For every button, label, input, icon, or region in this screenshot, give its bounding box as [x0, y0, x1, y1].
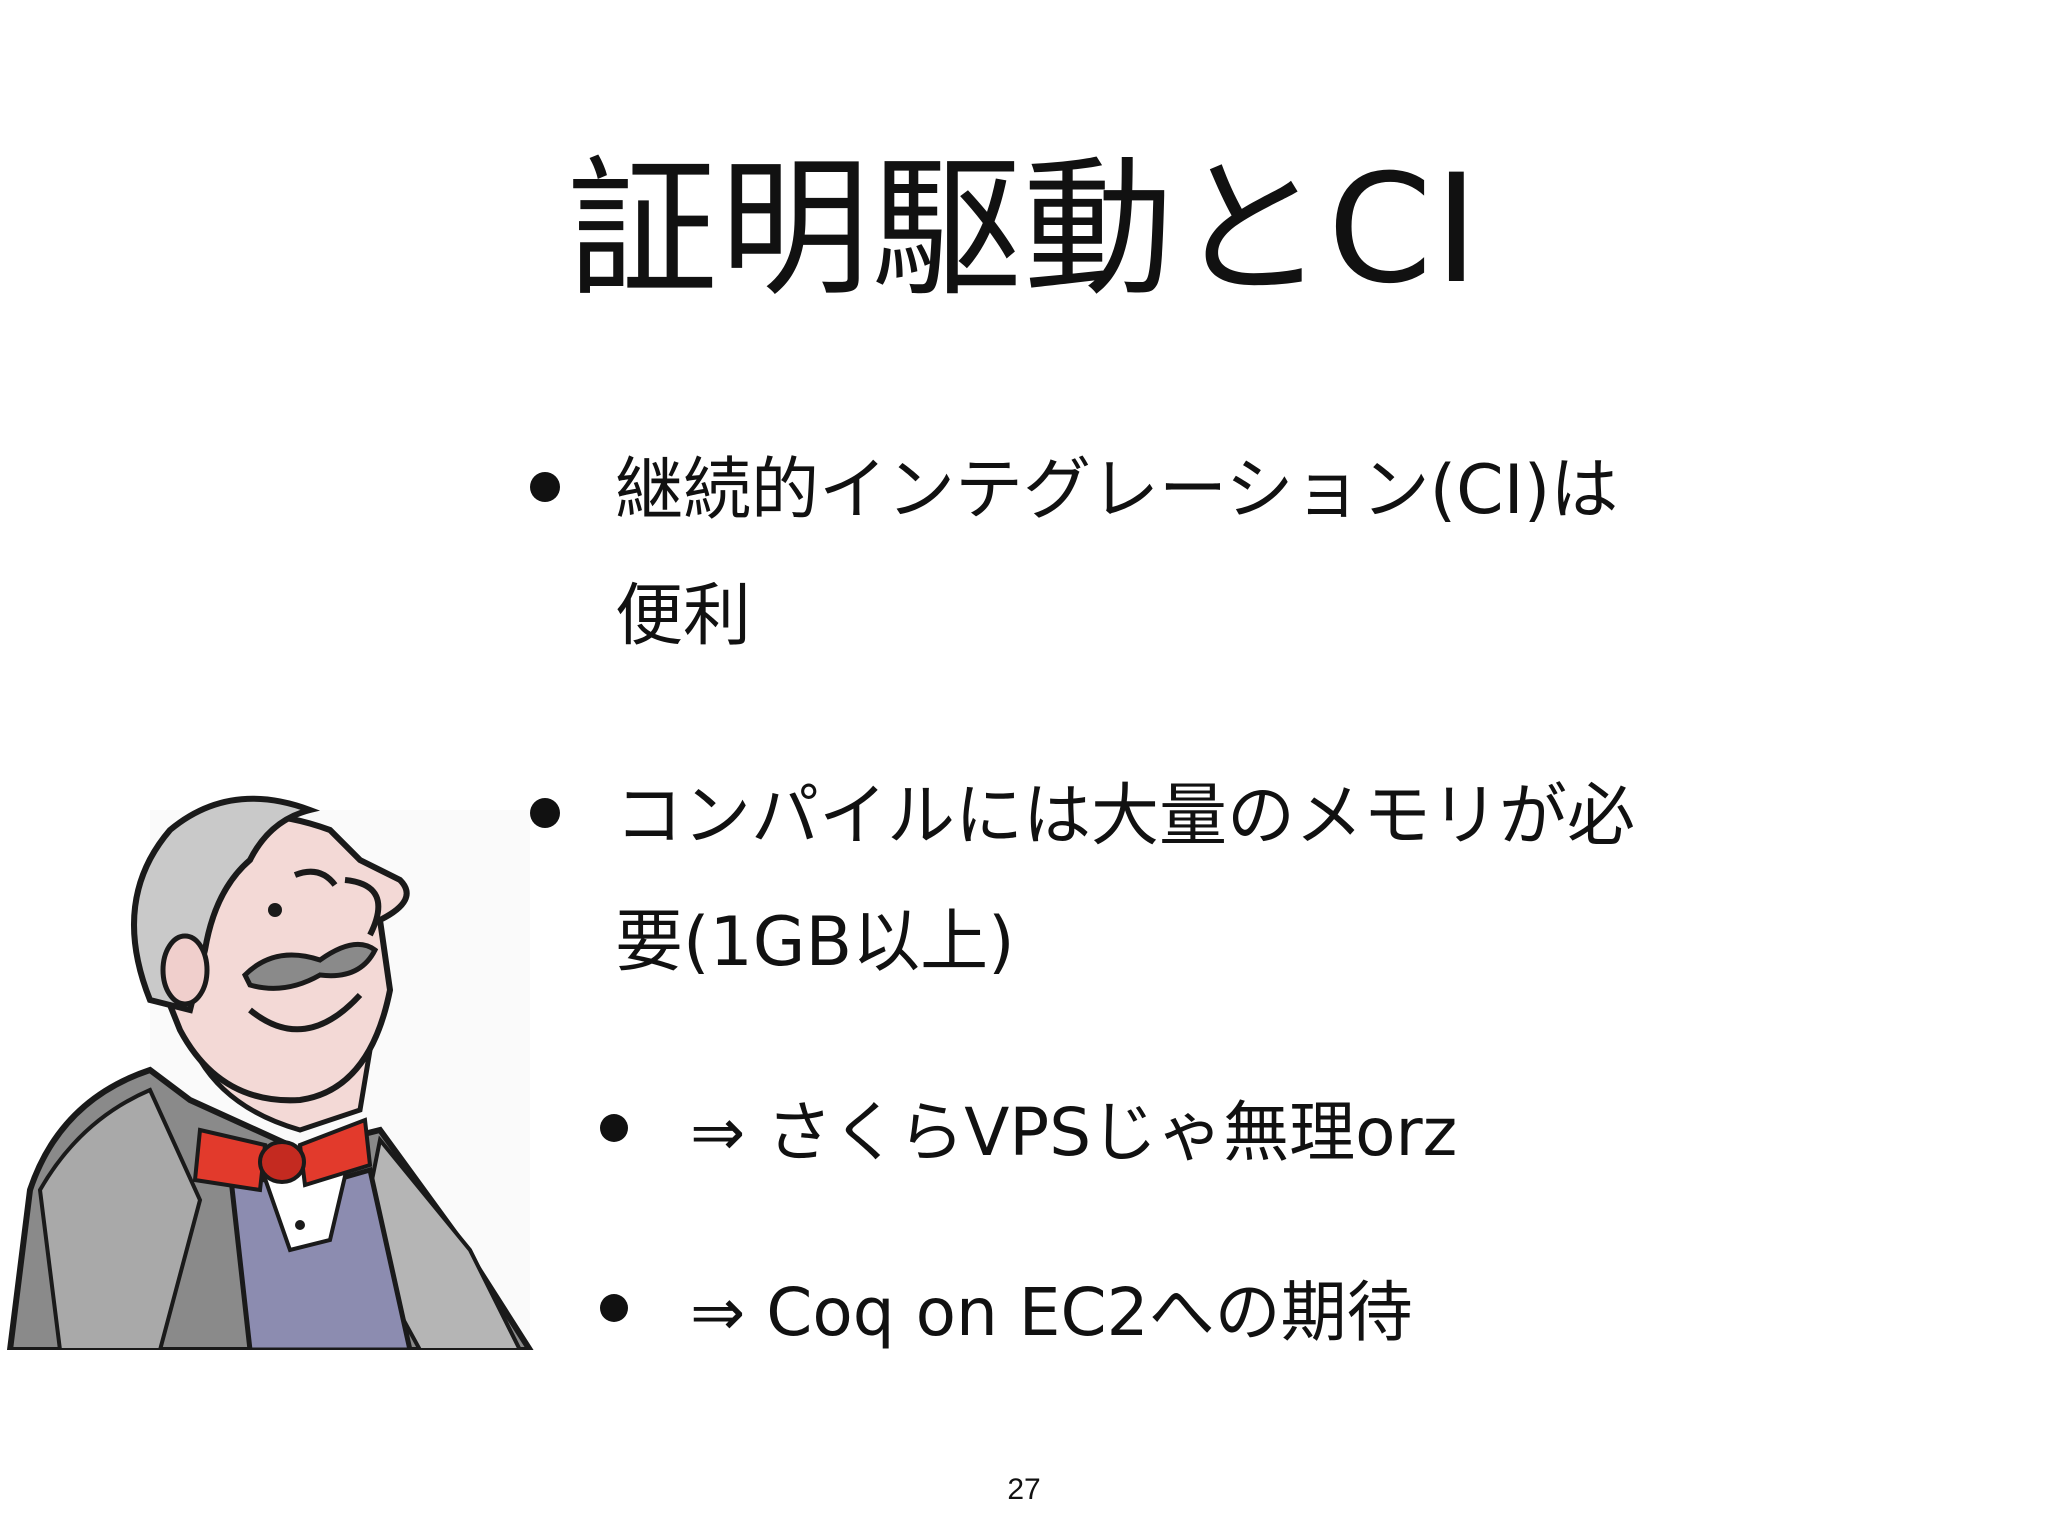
bullet-dot-icon	[530, 472, 560, 502]
slide-title: 証明駆動とCI	[567, 143, 1481, 317]
bullet-text-line: 便利	[615, 577, 752, 656]
sub-bullet-text: ⇒ さくらVPSじゃ無理orz	[690, 1094, 1458, 1171]
page-number: 27	[1007, 1473, 1041, 1506]
bullet-text-line: コンパイルには大量のメモリが必	[615, 777, 1636, 856]
sub-bullet-item-ec2: ⇒ Coq on EC2への期待	[600, 1250, 1413, 1376]
butler-illustration-icon	[6, 795, 534, 1350]
bullet-text-line: 要(1GB以上)	[615, 903, 1015, 982]
bullet-item-ci: 継続的インテグレーション(CI)は 便利	[530, 428, 1619, 680]
bullet-dot-icon	[600, 1114, 628, 1142]
sub-bullet-item-vps: ⇒ さくらVPSじゃ無理orz	[600, 1070, 1458, 1196]
bullet-dot-icon	[530, 798, 560, 828]
sub-bullet-text: ⇒ Coq on EC2への期待	[690, 1274, 1413, 1351]
bullet-dot-icon	[600, 1294, 628, 1322]
bullet-item-memory: コンパイルには大量のメモリが必 要(1GB以上)	[530, 754, 1636, 1006]
bullet-text-line: 継続的インテグレーション(CI)は	[615, 451, 1619, 530]
